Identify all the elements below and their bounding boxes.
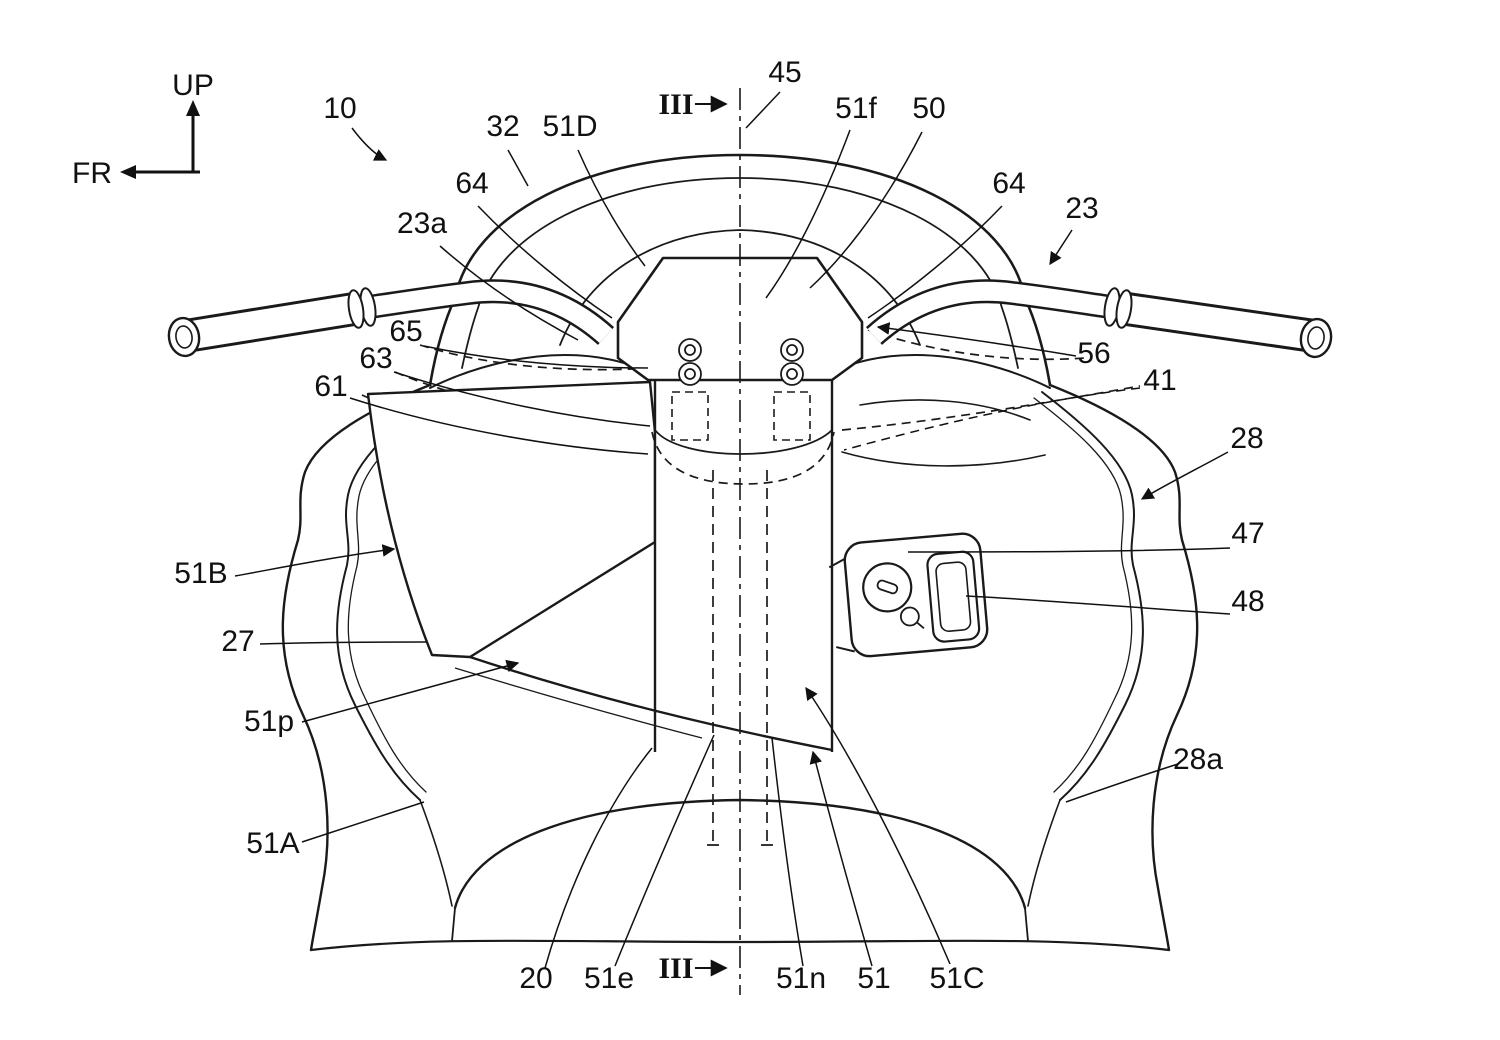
ref-label-51A: 51A	[246, 827, 299, 860]
ref-label-51f: 51f	[835, 92, 877, 125]
ref-label-56: 56	[1077, 337, 1110, 370]
reference-labels: UP FR 10 32 51D III 45 51f 50 64 64 23 2…	[72, 56, 1265, 995]
ref-label-47: 47	[1231, 517, 1264, 550]
ref-label-23a: 23a	[397, 207, 447, 240]
leader-28a	[1065, 763, 1179, 803]
clamp-bolts	[678, 338, 804, 386]
leader-51e	[614, 734, 715, 967]
leader-50	[809, 131, 923, 289]
grip-end-right	[1299, 317, 1333, 359]
leader-45	[745, 91, 781, 129]
section-label-top: III	[658, 88, 693, 121]
ref-label-28a: 28a	[1173, 743, 1223, 776]
leader-48	[965, 595, 1231, 615]
leader-51B	[234, 544, 396, 577]
ref-label-50: 50	[912, 92, 945, 125]
label-fr: FR	[72, 157, 112, 190]
ref-label-45: 45	[768, 56, 801, 89]
ref-label-63: 63	[359, 342, 392, 375]
ref-label-51n: 51n	[776, 962, 826, 995]
key-slot	[876, 579, 899, 595]
ref-label-61: 61	[314, 370, 347, 403]
leader-64R	[867, 205, 1003, 319]
leader-lines	[234, 91, 1231, 969]
ref-label-64-left: 64	[455, 167, 488, 200]
leader-51p	[301, 659, 520, 723]
leader-41	[843, 387, 1141, 451]
ref-label-65: 65	[389, 315, 422, 348]
section-label-bottom: III	[658, 952, 693, 985]
grip-end-left	[167, 316, 201, 358]
ref-label-20: 20	[519, 962, 552, 995]
bar-holder-right	[773, 391, 811, 441]
leader-56	[876, 322, 1077, 357]
ref-label-51p: 51p	[244, 705, 294, 738]
leader-51A	[301, 801, 425, 843]
ref-label-51e: 51e	[584, 962, 634, 995]
section-markers	[695, 95, 728, 977]
leader-63	[393, 371, 651, 427]
leader-10	[351, 127, 388, 161]
leader-51D	[577, 149, 646, 267]
ref-label-48: 48	[1231, 585, 1264, 618]
leader-51	[809, 750, 873, 967]
leader-47	[907, 547, 1231, 553]
leader-28	[1140, 451, 1229, 500]
leader-23a	[439, 245, 579, 341]
leader-23	[1049, 229, 1073, 266]
ref-label-10: 10	[323, 92, 356, 125]
leader-65	[423, 345, 649, 369]
ref-label-51D: 51D	[542, 110, 597, 143]
orientation-arrows	[120, 100, 200, 179]
ref-label-32: 32	[486, 110, 519, 143]
ref-label-51C: 51C	[929, 962, 984, 995]
ref-label-64-right: 64	[992, 167, 1025, 200]
leader-64L	[477, 205, 613, 319]
front-panel-51B	[366, 380, 657, 659]
leader-32	[507, 149, 529, 187]
leader-51n	[771, 737, 804, 967]
ref-label-28: 28	[1230, 422, 1263, 455]
bar-holder-left	[671, 391, 709, 441]
leader-20	[544, 747, 653, 969]
handlebar	[167, 279, 1333, 359]
ref-label-51: 51	[857, 962, 890, 995]
key-switch-assembly	[828, 532, 989, 658]
leader-51f	[765, 129, 851, 299]
leader-51C	[805, 686, 951, 965]
ref-label-51B: 51B	[174, 557, 227, 590]
leader-61	[349, 397, 649, 455]
label-up: UP	[172, 69, 214, 102]
ref-label-27: 27	[221, 625, 254, 658]
top-bridge-cover	[616, 256, 864, 441]
grip-collar-right	[1103, 287, 1133, 329]
leader-27	[259, 641, 427, 645]
ref-label-23: 23	[1065, 192, 1098, 225]
ref-label-41: 41	[1143, 364, 1176, 397]
grip-collar-left	[347, 287, 377, 329]
